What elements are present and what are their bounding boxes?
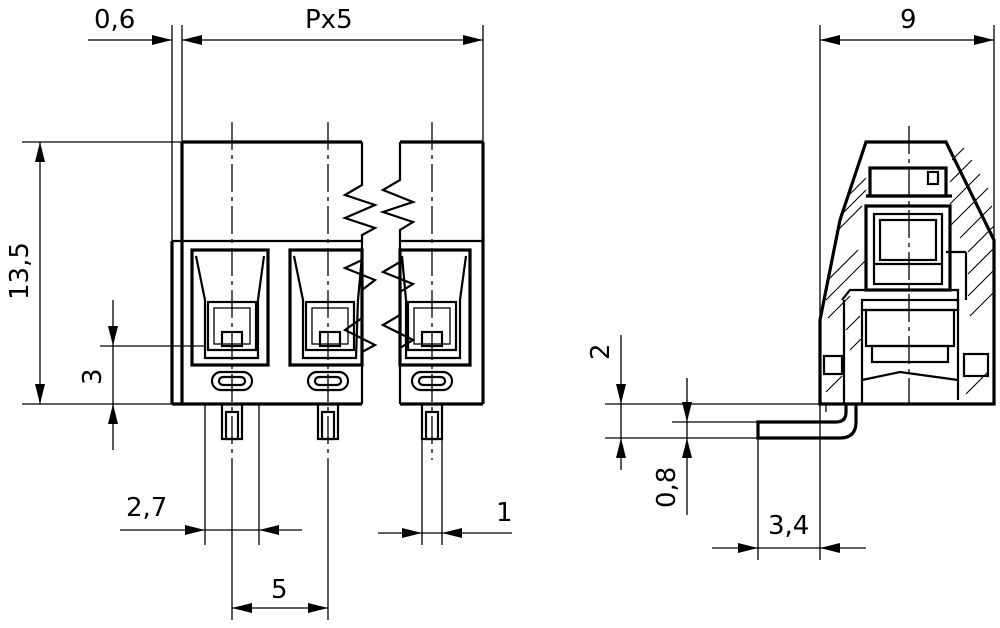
dim-label-pitch: 5 bbox=[271, 575, 288, 605]
dim-offset: 2 bbox=[586, 335, 626, 470]
break-lines bbox=[341, 142, 417, 404]
section-hatching bbox=[825, 147, 995, 395]
dim-label-offset: 2 bbox=[586, 343, 616, 360]
wire-entry-1 bbox=[190, 248, 270, 392]
dim-label-pin-thickness: 0,8 bbox=[652, 467, 682, 508]
dim-pin-span: 2,7 bbox=[120, 493, 302, 535]
center-lines bbox=[231, 122, 433, 460]
dim-depth: 9 bbox=[820, 5, 994, 45]
dim-label-wire-entry-height: 3 bbox=[78, 368, 108, 385]
side-extension-lines bbox=[605, 25, 995, 560]
dim-height: 13,5 bbox=[5, 142, 45, 404]
side-view: 9 2 0,8 3,4 bbox=[586, 5, 996, 560]
side-profile bbox=[818, 140, 996, 406]
dim-total-width: Px5 bbox=[182, 5, 483, 45]
dim-label-height: 13,5 bbox=[5, 242, 35, 300]
dim-label-wall-thickness: 0,6 bbox=[94, 5, 135, 35]
dim-label-depth: 9 bbox=[900, 5, 917, 35]
wire-entry-2 bbox=[288, 248, 364, 392]
extension-lines bbox=[22, 25, 484, 620]
dim-label-pin-offset: 3,4 bbox=[768, 511, 809, 541]
dim-label-total-width: Px5 bbox=[305, 5, 353, 35]
terminal-block-body bbox=[170, 140, 485, 406]
front-view: 0,6 Px5 13,5 3 2,7 bbox=[5, 5, 513, 620]
dim-pitch: 5 bbox=[232, 575, 328, 613]
dim-label-pin-width: 1 bbox=[496, 498, 513, 528]
bent-pin bbox=[756, 404, 858, 440]
dim-pin-thickness: 0,8 bbox=[652, 378, 692, 515]
dim-pin-offset: 3,4 bbox=[712, 511, 866, 553]
pins bbox=[220, 402, 444, 441]
clamp-body bbox=[822, 204, 990, 404]
dim-wall-thickness: 0,6 bbox=[88, 5, 202, 45]
dim-wire-entry-height: 3 bbox=[78, 300, 118, 450]
dim-pin-width: 1 bbox=[378, 498, 513, 538]
wire-entry-3 bbox=[398, 248, 472, 392]
dim-label-pin-span: 2,7 bbox=[126, 493, 167, 523]
